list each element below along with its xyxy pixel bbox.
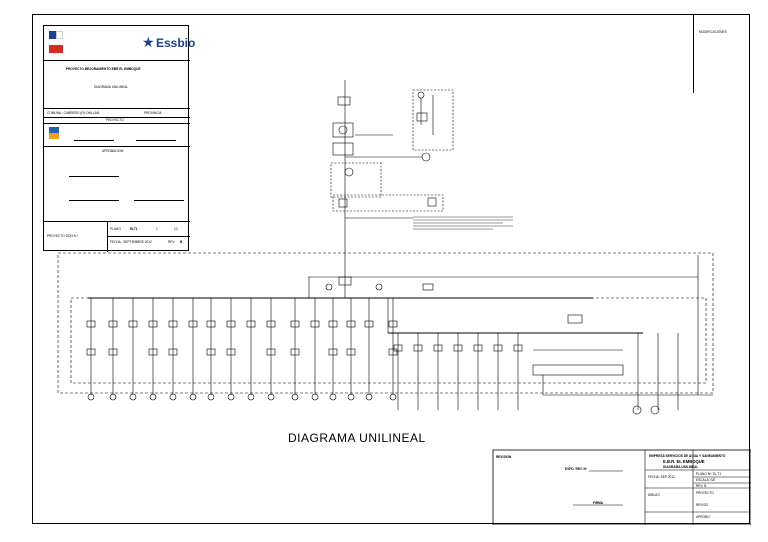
plano-number: ELT1 — [130, 227, 138, 231]
field-escala: ESCALA: S/E — [696, 478, 716, 482]
field-fecha: FECHA: SEP 2012 — [648, 475, 675, 479]
drawing-sheet: ★ Essbio PROYECTO MEJORAMIENTO EBR EL EM… — [32, 14, 751, 525]
fecha-label: FECHA : SEPTIEMBRE 2012 — [110, 240, 152, 244]
revision-label: REVISION — [496, 455, 512, 459]
plano-of: 1 — [156, 227, 158, 231]
signature-label: FIRMA — [593, 501, 604, 505]
essbio-star-icon: ★ — [142, 34, 155, 50]
field-aprobo: APROBO — [696, 515, 710, 519]
main-title: DIAGRAMA UNILINEAL — [288, 431, 426, 445]
ministry-logo-icon — [49, 127, 59, 139]
location-comuna: COMUNA : CABRERO (R) CHILLAN — [47, 111, 100, 115]
single-line-diagram — [57, 80, 751, 525]
plano-total: 10 — [174, 227, 178, 231]
field-reviso: REVISO — [696, 503, 709, 507]
proyecto-doh: PROYECTO DOH N.º — [47, 234, 79, 238]
rev-value: B — [180, 240, 183, 244]
title-block: ★ Essbio PROYECTO MEJORAMIENTO EBR EL EM… — [43, 25, 195, 252]
field-proyecto: PROYECTO — [696, 491, 714, 495]
field-dibujo: DIBUJO — [648, 493, 660, 497]
field-plano: PLANO Nº: EL T1 — [696, 472, 722, 476]
section-proyecto: PROYECTO — [106, 118, 124, 122]
location-provincia: PROVINCIA — [144, 111, 162, 115]
rev-label: REV: — [168, 240, 176, 244]
chile-flag-icon — [49, 31, 63, 53]
essbio-logo-text: Essbio — [156, 36, 196, 50]
project-title: PROYECTO MEJORAMIENTO EBR EL EMBOQUE — [66, 67, 141, 71]
modificaciones-label: MODIFICACIONES — [699, 30, 727, 34]
section-aprobacion: APROBACION — [102, 149, 124, 153]
company-line: EMPRESA SERVICIOS DE AGUA Y SANEAMIENTO — [649, 454, 726, 458]
field-rev: REV: B — [696, 484, 707, 488]
plano-label: PLANO — [110, 227, 121, 231]
logo-area: ★ Essbio — [44, 26, 195, 60]
drawing-name: DIAGRAMA UNILINEAL — [94, 85, 129, 89]
plan-label: EXPD. REV. Nº — [565, 467, 587, 471]
drawing-line: DIAGRAMA UNILINEAL — [663, 465, 699, 469]
project-line: E.B.R. EL EMBOQUE — [663, 459, 705, 464]
